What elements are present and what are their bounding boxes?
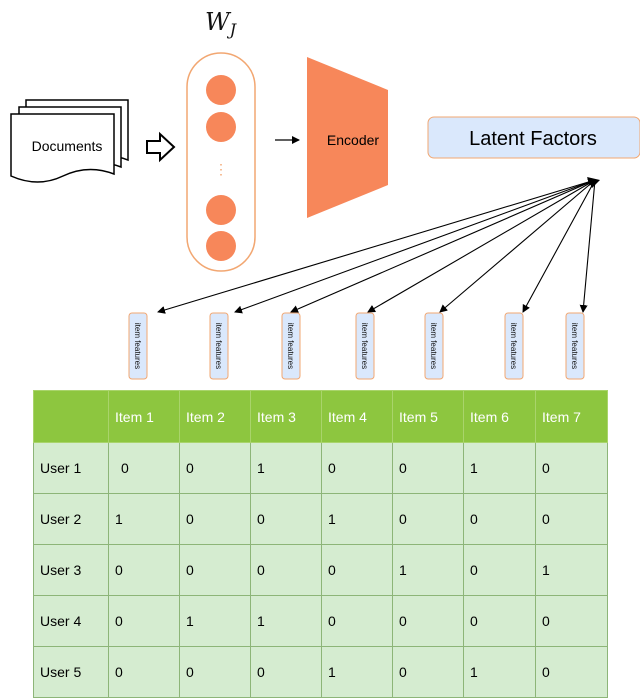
item-features-box: item features <box>424 312 444 380</box>
matrix-cell: 1 <box>321 493 393 545</box>
item-features-box: item features <box>565 312 585 380</box>
encoder-shape <box>307 57 388 218</box>
matrix-cell: 0 <box>179 544 251 596</box>
item-features-label: item features <box>286 323 295 369</box>
matrix-cell: 1 <box>179 595 251 647</box>
encoder-label: Encoder <box>327 132 379 148</box>
feature-arrow <box>367 179 596 313</box>
feature-arrow <box>522 179 596 313</box>
column-header-item-3: Item 3 <box>250 390 322 443</box>
matrix-cell: 0 <box>250 493 322 545</box>
item-features-box: item features <box>355 312 375 380</box>
table-row: User 1 0 0 1 0 0 1 0 <box>33 442 608 494</box>
matrix-cell: 0 <box>250 544 322 596</box>
column-header-item-4: Item 4 <box>321 390 393 443</box>
matrix-cell: 0 <box>463 595 536 647</box>
weight-vector: ⋮ <box>186 52 256 272</box>
item-features-box: item features <box>281 312 301 380</box>
item-features-label: item features <box>509 323 518 369</box>
matrix-cell: 0 <box>321 595 393 647</box>
column-header-item-5: Item 5 <box>392 390 464 443</box>
vector-ellipsis: ⋮ <box>214 161 228 177</box>
matrix-cell: 0 <box>179 646 251 698</box>
user-item-matrix: Item 1 Item 2 Item 3 Item 4 Item 5 Item … <box>33 390 608 698</box>
latent-hub-arrowhead <box>587 177 600 188</box>
column-header-item-7: Item 7 <box>535 390 608 443</box>
matrix-header-row: Item 1 Item 2 Item 3 Item 4 Item 5 Item … <box>33 390 608 443</box>
table-row: User 2 1 0 0 1 0 0 0 <box>33 493 608 545</box>
vector-node <box>206 75 236 105</box>
column-header-item-6: Item 6 <box>463 390 536 443</box>
latent-factors-label: Latent Factors <box>469 128 597 150</box>
item-features-label: item features <box>429 323 438 369</box>
matrix-cell: 0 <box>535 493 608 545</box>
matrix-cell: 0 <box>463 493 536 545</box>
feature-arrow <box>234 179 596 314</box>
table-row: User 5 0 0 0 1 0 1 0 <box>33 646 608 698</box>
matrix-cell: 0 <box>321 442 393 494</box>
matrix-cell: 0 <box>535 595 608 647</box>
matrix-corner-cell <box>33 390 109 443</box>
row-header-user: User 2 <box>33 493 109 545</box>
feature-arrow <box>290 179 596 313</box>
documents-stack: Documents <box>10 99 129 183</box>
matrix-cell: 0 <box>535 442 608 494</box>
matrix-cell: 0 <box>463 544 536 596</box>
vector-node <box>206 112 236 142</box>
vector-node <box>206 231 236 261</box>
matrix-cell: 1 <box>463 442 536 494</box>
table-row: User 3 0 0 0 0 1 0 1 <box>33 544 608 596</box>
item-features-label: item features <box>133 323 142 369</box>
matrix-cell: 1 <box>250 442 322 494</box>
item-features-box: item features <box>128 312 148 380</box>
table-row: User 4 0 1 1 0 0 0 0 <box>33 595 608 647</box>
hollow-arrow-icon <box>146 131 176 163</box>
diagram-canvas: Documents WJ ⋮ Encoder Latent Factors it… <box>10 8 640 380</box>
matrix-cell: 1 <box>392 544 464 596</box>
feature-arrows <box>157 177 600 314</box>
column-header-item-2: Item 2 <box>179 390 251 443</box>
matrix-cell: 0 <box>108 442 180 494</box>
feature-arrow <box>579 179 596 313</box>
column-header-item-1: Item 1 <box>108 390 180 443</box>
item-features-label: item features <box>570 323 579 369</box>
documents-label: Documents <box>32 138 103 154</box>
item-features-label: item features <box>214 323 223 369</box>
item-features-group: item features item features item feature… <box>128 312 585 380</box>
matrix-cell: 1 <box>250 595 322 647</box>
feature-arrow <box>157 178 596 314</box>
matrix-cell: 1 <box>463 646 536 698</box>
matrix-cell: 0 <box>392 595 464 647</box>
matrix-cell: 0 <box>108 595 180 647</box>
vector-node <box>206 195 236 225</box>
matrix-cell: 0 <box>392 646 464 698</box>
matrix-cell: 0 <box>250 646 322 698</box>
row-header-user: User 3 <box>33 544 109 596</box>
row-header-user: User 1 <box>33 442 109 494</box>
item-features-label: item features <box>360 323 369 369</box>
matrix-cell: 0 <box>108 544 180 596</box>
row-header-user: User 5 <box>33 646 109 698</box>
matrix-cell: 0 <box>108 646 180 698</box>
matrix-cell: 0 <box>535 646 608 698</box>
item-features-box: item features <box>504 312 524 380</box>
latent-factors-box <box>427 116 640 159</box>
row-header-user: User 4 <box>33 595 109 647</box>
matrix-cell: 0 <box>179 493 251 545</box>
matrix-cell: 0 <box>392 442 464 494</box>
document-shape <box>10 113 115 183</box>
matrix-cell: 1 <box>535 544 608 596</box>
matrix-cell: 0 <box>179 442 251 494</box>
matrix-cell: 1 <box>108 493 180 545</box>
matrix-cell: 1 <box>321 646 393 698</box>
item-features-box: item features <box>209 312 229 380</box>
matrix-cell: 0 <box>392 493 464 545</box>
feature-arrow <box>439 179 596 313</box>
weight-label: WJ <box>205 8 238 39</box>
matrix-cell: 0 <box>321 544 393 596</box>
